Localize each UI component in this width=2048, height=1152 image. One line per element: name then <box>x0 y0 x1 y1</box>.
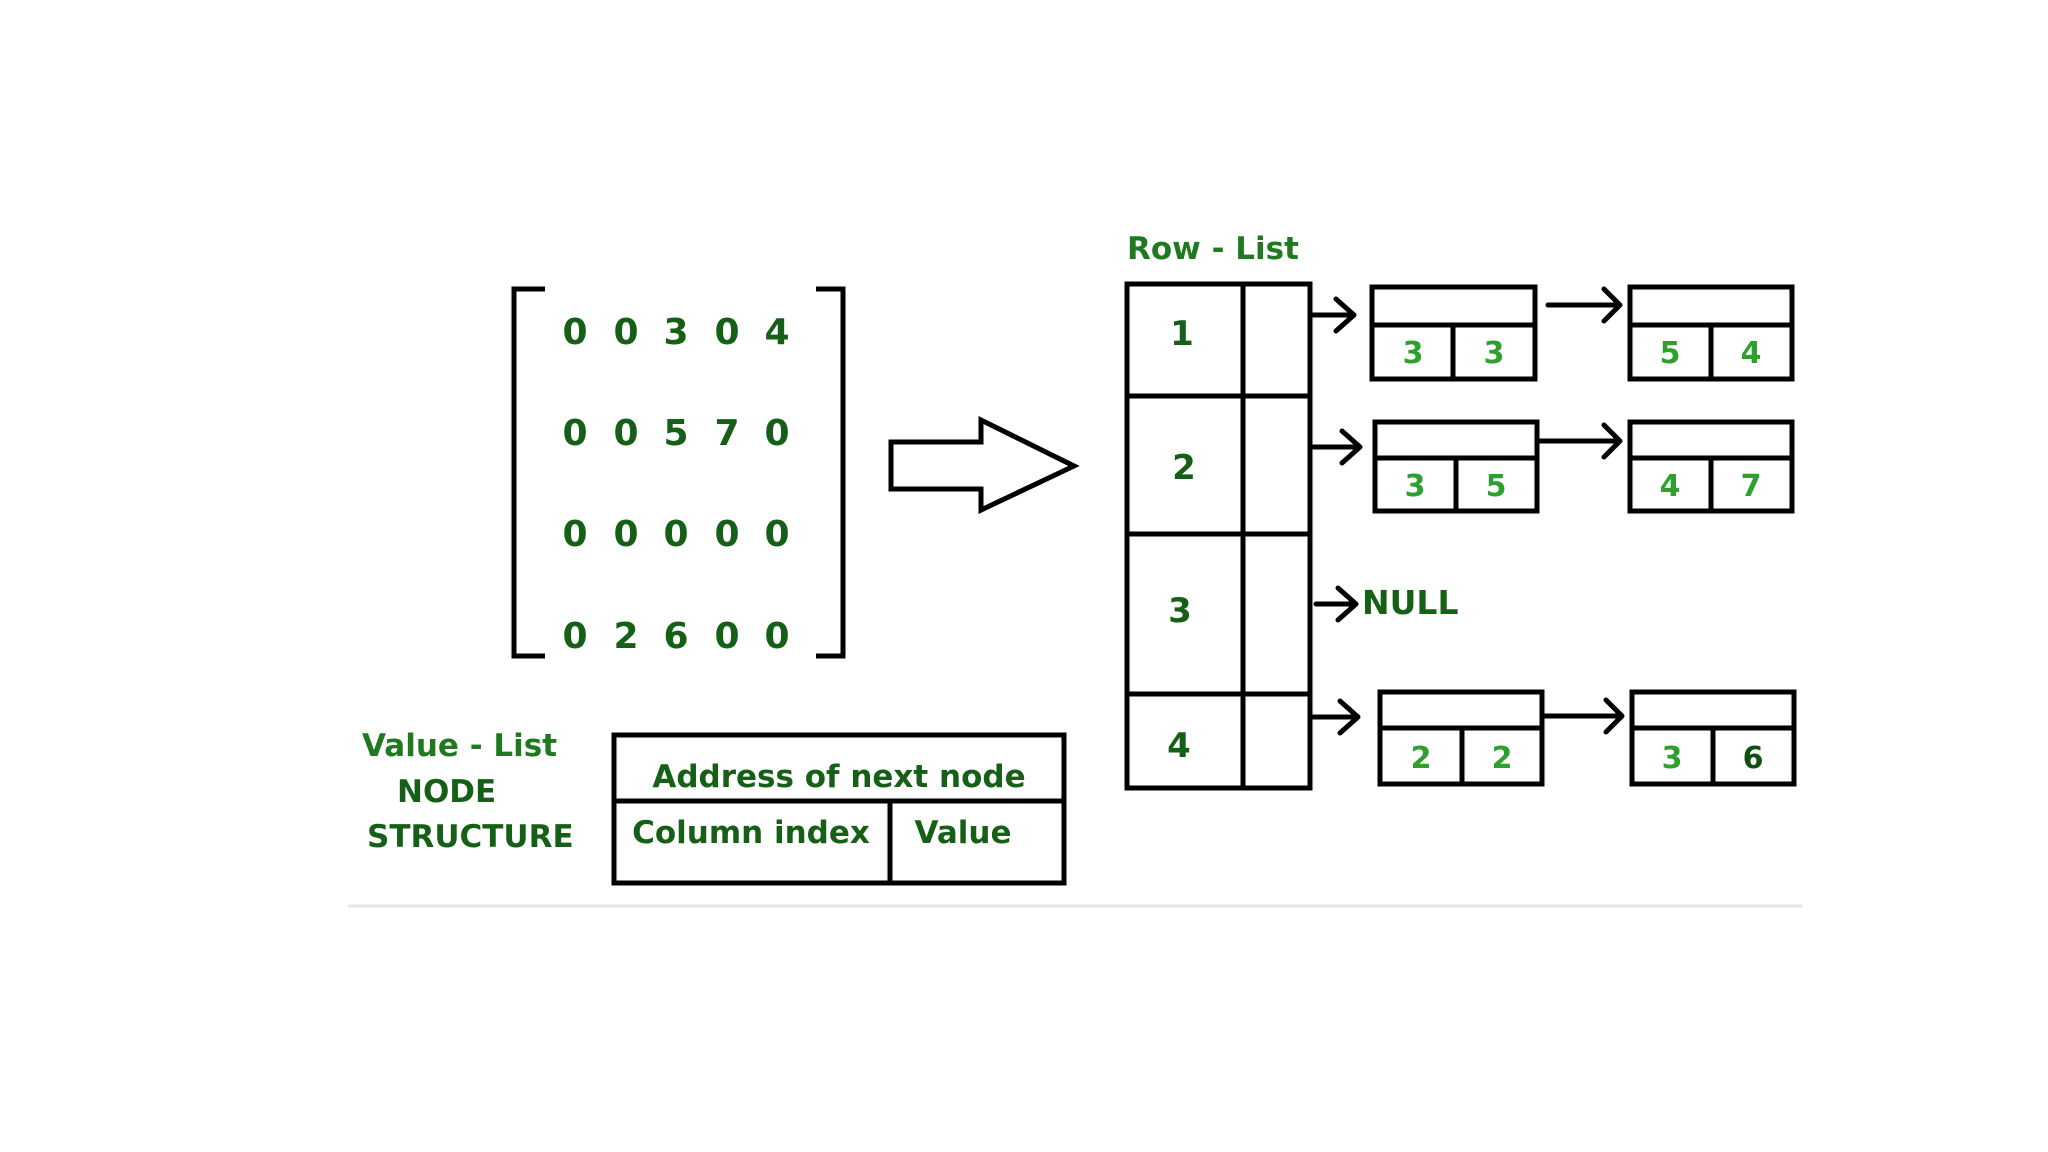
row-index-3: 3 <box>1168 591 1192 631</box>
structure-caption: STRUCTURE <box>367 819 574 855</box>
transform-arrow-icon <box>888 415 1080 514</box>
node-caption: NODE <box>397 774 496 810</box>
matrix-cell: 7 <box>714 413 739 454</box>
node-value: 2 <box>1492 741 1513 776</box>
node-column-index: 4 <box>1660 469 1681 504</box>
row-index-4: 4 <box>1167 726 1191 766</box>
matrix-cell: 0 <box>562 312 587 353</box>
matrix-cell: 0 <box>562 413 587 454</box>
pointer-arrow-icon <box>1309 698 1361 736</box>
node-structure-box <box>611 732 1067 886</box>
list-node: 3 3 <box>1369 284 1538 382</box>
node-column-index: 3 <box>1405 469 1426 504</box>
row-2-linked-list: 3 5 4 7 <box>1309 419 1795 514</box>
list-node: 5 4 <box>1627 284 1795 382</box>
row-1-linked-list: 3 3 5 4 <box>1309 284 1795 382</box>
matrix-cell: 0 <box>613 413 638 454</box>
row-index-2: 2 <box>1172 448 1196 488</box>
matrix-row-1: 0 0 3 0 4 <box>562 312 789 353</box>
pointer-arrow-icon <box>1313 585 1359 623</box>
node-column-index: 2 <box>1411 741 1432 776</box>
list-node: 4 7 <box>1627 419 1795 514</box>
column-index-label: Column index <box>632 815 870 851</box>
list-node: 2 2 <box>1377 689 1545 787</box>
pointer-arrow-icon <box>1309 428 1363 466</box>
list-node: 3 6 <box>1629 689 1797 787</box>
matrix-cell: 4 <box>764 312 789 353</box>
matrix-row-3: 0 0 0 0 0 <box>562 514 789 555</box>
matrix-left-bracket <box>511 286 545 659</box>
matrix-cell: 0 <box>562 514 587 555</box>
node-value: 7 <box>1741 469 1762 504</box>
matrix-cell: 0 <box>562 616 587 657</box>
next-pointer-arrow-icon <box>1536 422 1623 460</box>
matrix-right-bracket <box>816 286 846 659</box>
matrix-row-2: 0 0 5 7 0 <box>562 413 789 454</box>
node-value: 3 <box>1484 336 1505 371</box>
row-list-array: 1 2 3 4 <box>1124 281 1313 791</box>
matrix-cell: 3 <box>663 312 688 353</box>
matrix-cell: 0 <box>714 514 739 555</box>
row-list-title: Row - List <box>1127 231 1299 267</box>
address-of-next-node-label: Address of next node <box>652 759 1025 795</box>
value-list-caption: Value - List <box>362 728 557 764</box>
matrix-cell: 0 <box>613 514 638 555</box>
matrix-cell: 0 <box>764 514 789 555</box>
node-value: 6 <box>1743 741 1764 776</box>
matrix-cell: 2 <box>613 616 638 657</box>
matrix-cell: 0 <box>714 312 739 353</box>
node-value: 5 <box>1486 469 1507 504</box>
node-column-index: 3 <box>1662 741 1683 776</box>
next-pointer-arrow-icon <box>1539 697 1625 735</box>
next-pointer-arrow-icon <box>1545 286 1623 324</box>
matrix-cell: 0 <box>764 616 789 657</box>
matrix-row-4: 0 2 6 0 0 <box>562 616 789 657</box>
node-structure-legend: Value - List NODE STRUCTURE Address of n… <box>362 728 1067 886</box>
matrix-cell: 5 <box>663 413 688 454</box>
matrix-cell: 6 <box>663 616 688 657</box>
matrix-cell: 0 <box>714 616 739 657</box>
pointer-arrow-icon <box>1309 296 1357 334</box>
matrix-cell: 0 <box>764 413 789 454</box>
node-column-index: 5 <box>1660 336 1681 371</box>
list-node: 3 5 <box>1372 419 1540 514</box>
matrix-cell: 0 <box>613 312 638 353</box>
row-3-null-pointer: NULL <box>1313 583 1458 623</box>
row-4-linked-list: 2 2 3 6 <box>1309 689 1797 787</box>
value-label: Value <box>915 815 1012 851</box>
sparse-matrix: 0 0 3 0 4 0 0 5 7 0 0 0 0 0 0 0 2 6 0 0 <box>511 286 846 659</box>
node-column-index: 3 <box>1403 336 1424 371</box>
null-label: NULL <box>1362 583 1458 622</box>
row-index-1: 1 <box>1170 314 1194 354</box>
node-value: 4 <box>1741 336 1762 371</box>
matrix-cell: 0 <box>663 514 688 555</box>
